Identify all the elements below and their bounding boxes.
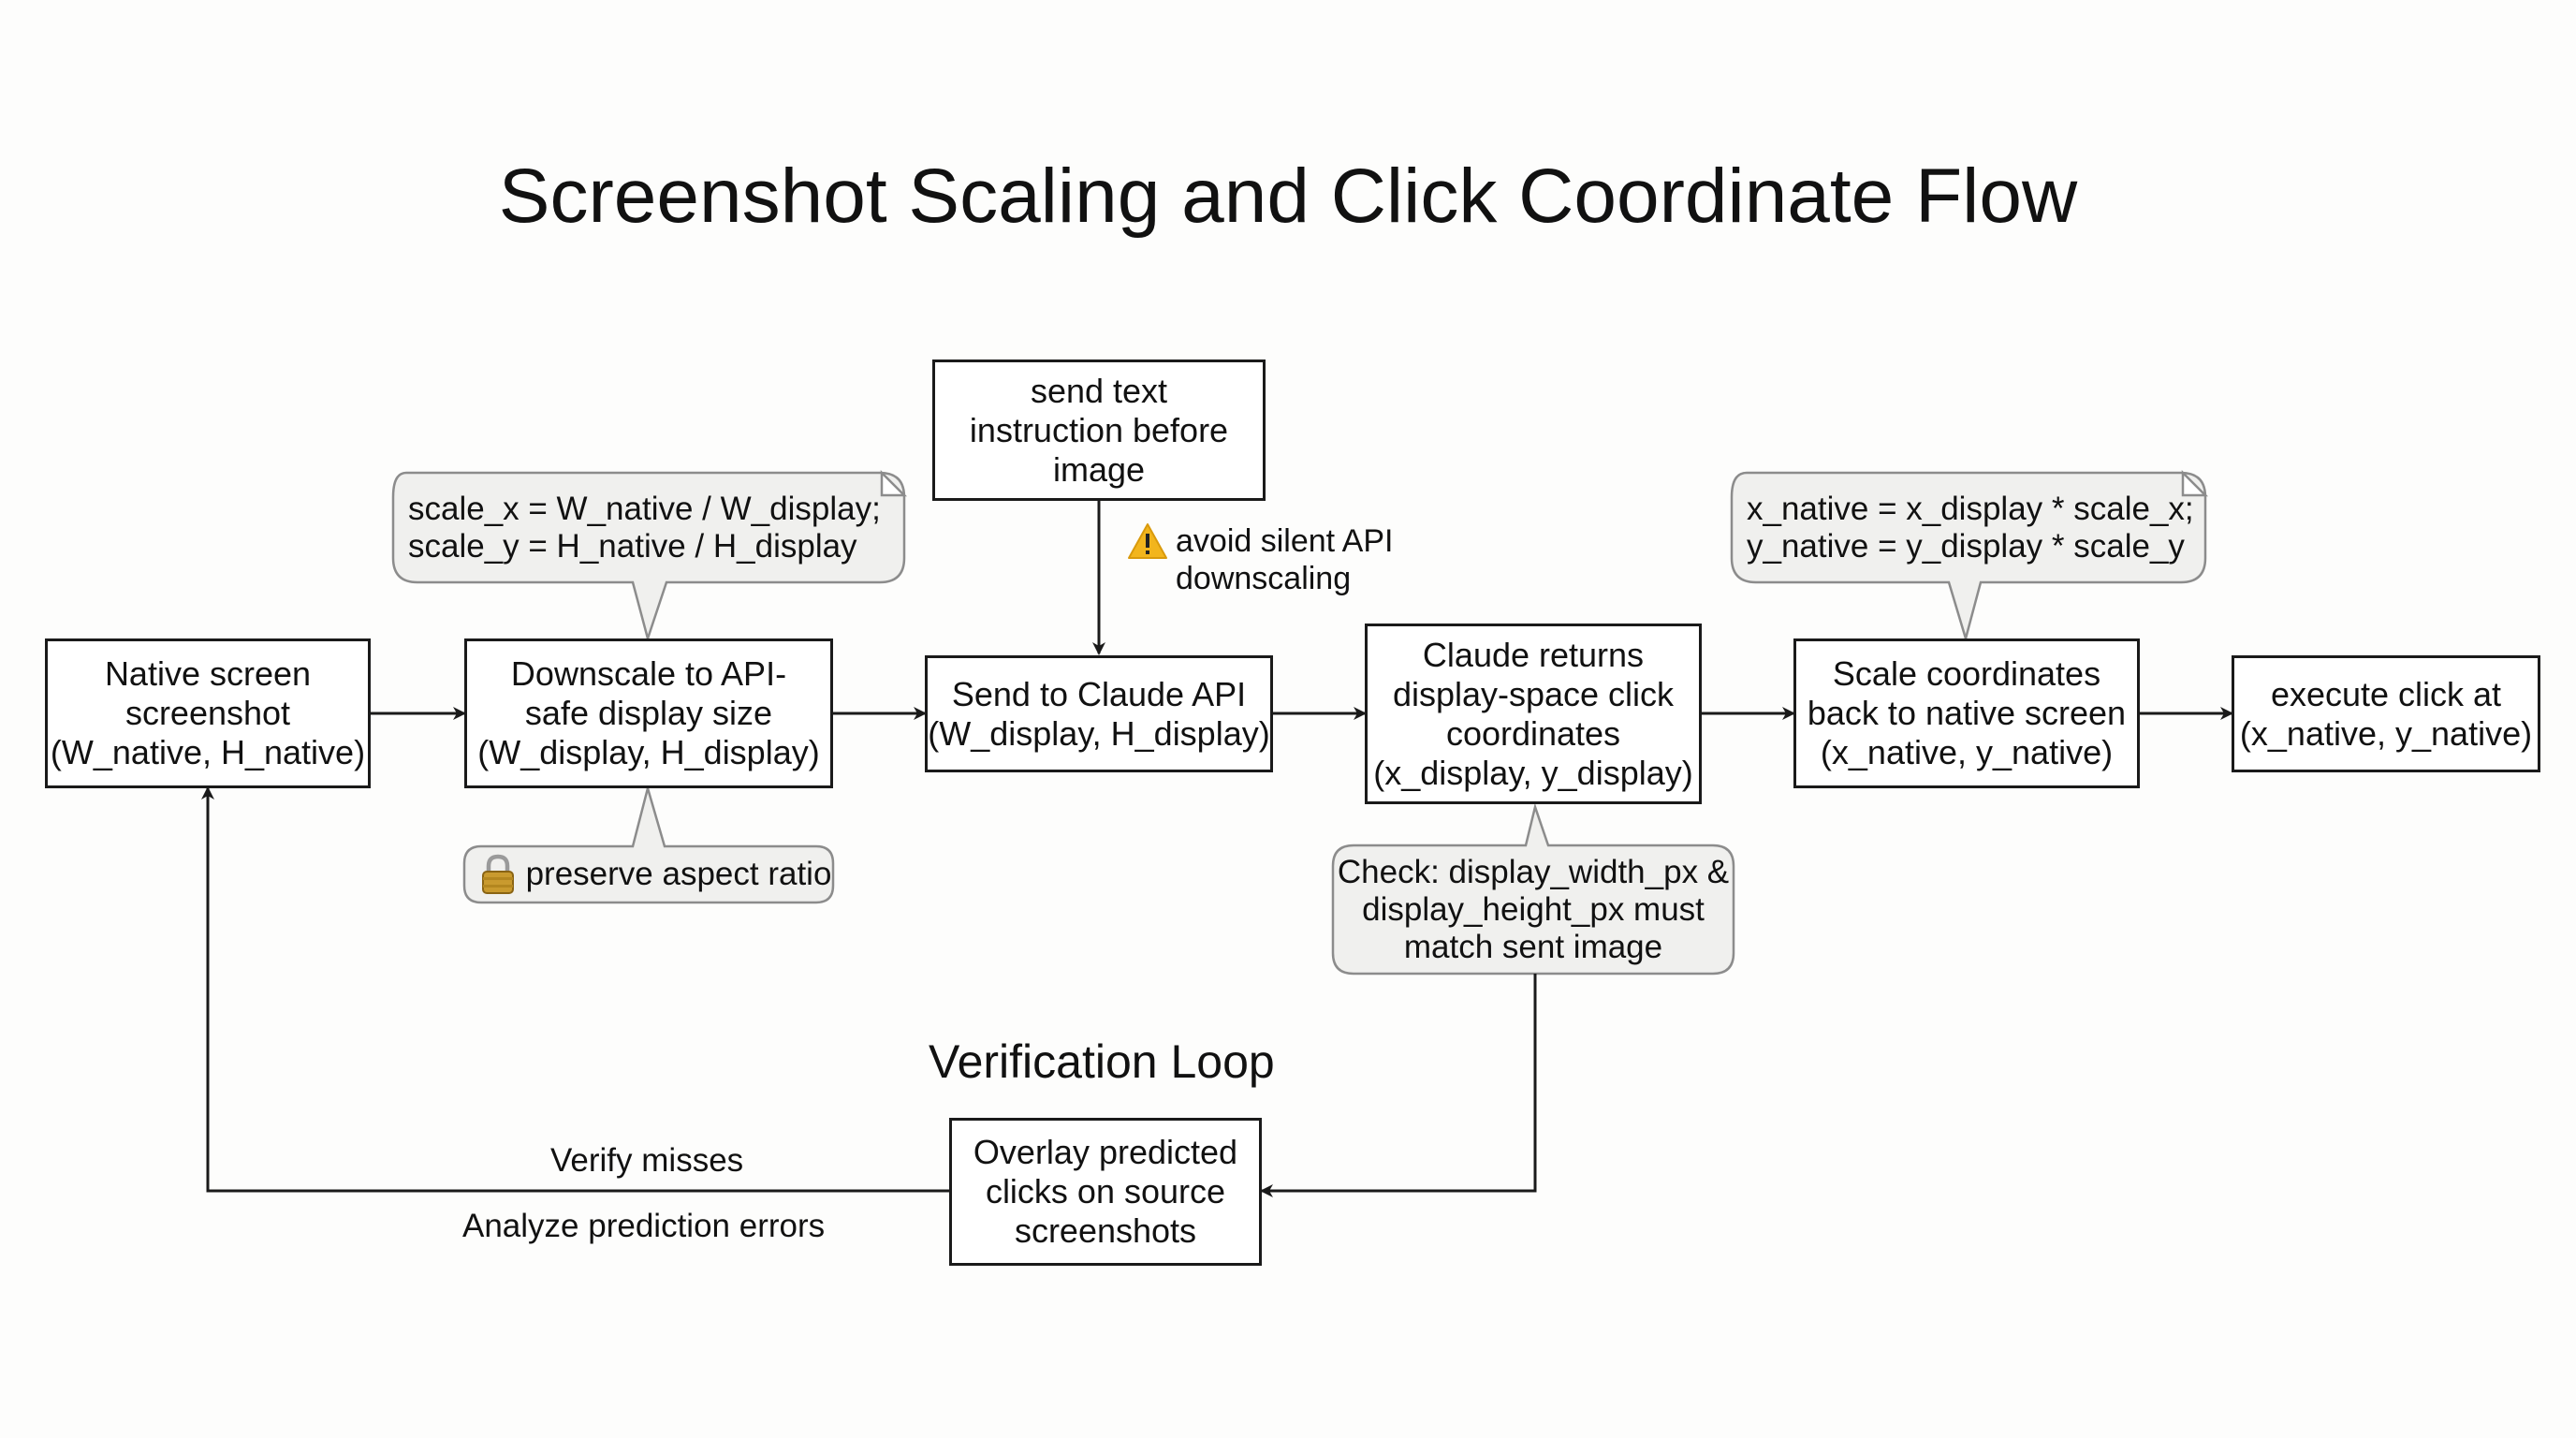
scale-formula-callout: scale_x = W_native / W_display; scale_y … [408,473,895,582]
execute-click-box: execute click at (x_native, y_native) [2232,655,2540,772]
send-to-api-box: Send to Claude API (W_display, H_display… [925,655,1273,772]
box-line: Scale coordinates [1832,654,2101,693]
callout-aspect-bubble [462,784,835,904]
check-callout: Check: display_width_px & display_height… [1333,845,1734,974]
analyze-errors-label: Analyze prediction errors [462,1208,826,1244]
callout-line: display_height_px must [1362,890,1705,928]
downscale-box: Downscale to API- safe display size (W_d… [464,638,833,788]
callout-scale-formula-bubble [391,471,906,643]
verification-loop-title: Verification Loop [929,1035,1275,1088]
box-line: coordinates [1445,713,1621,753]
callout-line: preserve aspect ratio [525,856,832,892]
box-line: safe display size [524,694,773,732]
diagram-title: Screenshot Scaling and Click Coordinate … [498,154,2078,239]
box-line: instruction before [969,410,1229,449]
box-line: (W_display, H_display) [928,713,1270,753]
box-line: Claude returns [1422,635,1645,674]
callout-line: scale_y = H_native / H_display [408,527,857,565]
box-line: screenshot [124,694,291,732]
box-line: image [1052,449,1146,489]
box-line: (W_native, H_native) [50,733,366,771]
box-line: execute click at [2270,674,2502,713]
lock-icon [481,854,514,894]
claude-returns-box: Claude returns display-space click coord… [1365,624,1702,804]
native-screenshot-box: Native screen screenshot (W_native, H_na… [45,638,371,788]
box-line: clicks on source [985,1172,1226,1211]
box-line: (x_native, y_native) [1820,733,2114,771]
warning-line: avoid silent API [1176,523,1394,559]
warning-note: avoid silent API downscaling [1176,522,1393,597]
box-line: display-space click [1392,674,1675,713]
folded-corner [880,469,908,497]
callout-line: match sent image [1403,928,1663,965]
box-line: send text [1030,371,1168,410]
callout-line: x_native = x_display * scale_x; [1747,490,2194,527]
box-line: Send to Claude API [951,674,1247,713]
scale-back-box: Scale coordinates back to native screen … [1793,638,2140,788]
box-line: (x_native, y_native) [2239,713,2533,753]
callout-check-bubble [1331,802,1735,976]
aspect-callout: preserve aspect ratio [477,846,833,902]
verify-misses-label: Verify misses [550,1142,744,1179]
box-line: Native screen [104,654,312,693]
box-line: screenshots [1014,1211,1197,1250]
callout-native-formula-bubble [1730,471,2207,643]
callout-line: scale_x = W_native / W_display; [408,490,881,527]
box-line: (W_display, H_display) [477,733,820,771]
instruction-box: send text instruction before image [932,360,1266,501]
native-formula-callout: x_native = x_display * scale_x; y_native… [1747,473,2196,582]
folded-corner [2181,469,2209,497]
box-line: Downscale to API- [510,654,787,693]
callout-line: y_native = y_display * scale_y [1747,527,2185,565]
callout-line: Check: display_width_px & [1337,853,1730,890]
overlay-box: Overlay predicted clicks on source scree… [949,1118,1262,1266]
box-line: (x_display, y_display) [1373,753,1693,792]
box-line: back to native screen [1807,694,2127,732]
warning-line: downscaling [1176,561,1352,596]
warning-icon [1128,523,1167,559]
box-line: Overlay predicted [973,1133,1238,1171]
